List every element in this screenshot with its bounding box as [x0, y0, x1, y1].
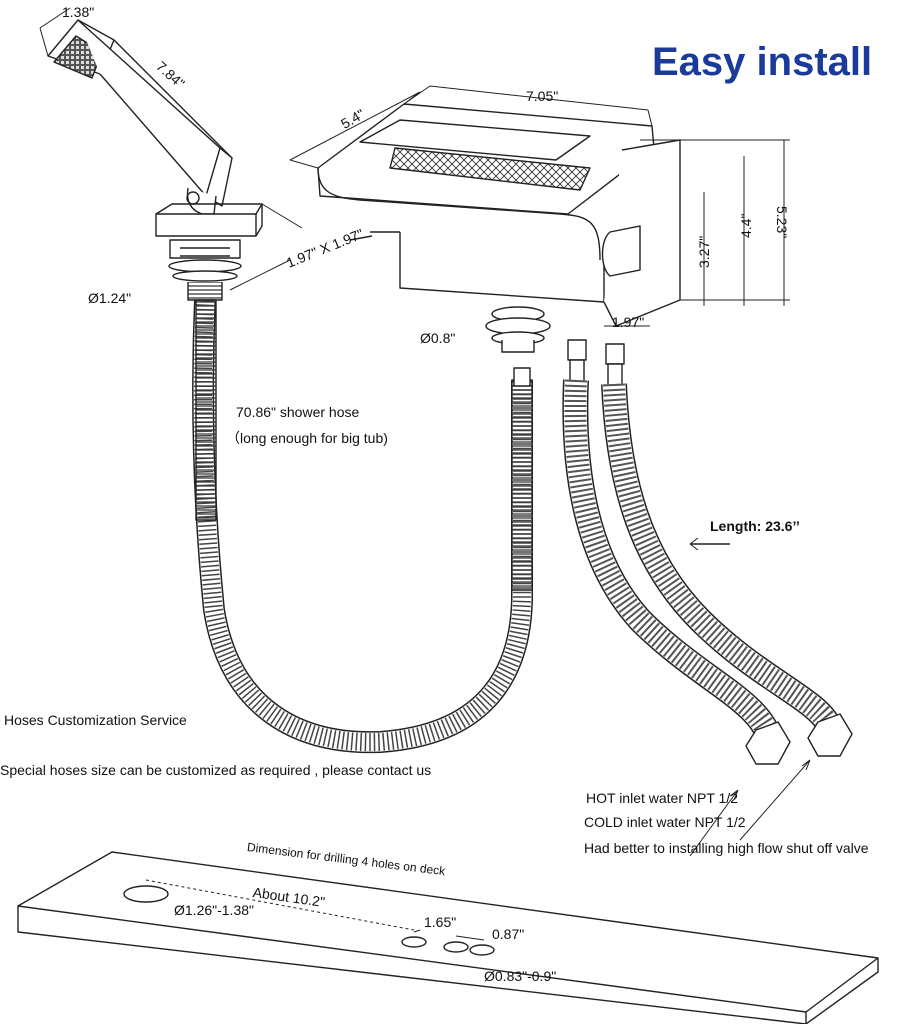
hose-length-note: （long enough for big tub) [226, 430, 388, 446]
spout-hole-label: Ø0.8" [420, 330, 456, 346]
spout-height-mid-label: 4.4" [738, 213, 754, 238]
hot-inlet-label: HOT inlet water NPT 1/2 [586, 790, 738, 806]
supply-hose-cold [601, 343, 853, 757]
handshower-width-label: 1.38" [62, 4, 95, 20]
spout-connector [485, 306, 551, 353]
shower-hose [192, 299, 533, 754]
deck-small-holes-label: Ø0.83"-0.9" [484, 968, 557, 984]
waterfall-spout [317, 103, 681, 327]
supply-length-label: Length: 23.6’’ [710, 518, 800, 534]
spout-height-inner-label: 3.27" [696, 235, 712, 268]
supply-hose-hot [562, 339, 791, 765]
spout-plate-width-label: 1.97" [612, 314, 645, 330]
service-note: Special hoses size can be customized as … [0, 762, 432, 778]
deck-spacing-b-label: 0.87" [492, 926, 525, 942]
deck-large-hole-label: Ø1.26"-1.38" [174, 902, 254, 918]
spout-height-total-label: 5.23" [774, 206, 790, 239]
cold-inlet-label: COLD inlet water NPT 1/2 [584, 814, 746, 830]
deck-plate [17, 851, 879, 1024]
spout-width-label: 7.05" [526, 88, 559, 104]
page-title: Easy install [652, 40, 873, 84]
service-heading: Hoses Customization Service [4, 712, 187, 728]
dimension-lines [39, 7, 811, 857]
hand-shower-head [47, 19, 233, 215]
shutoff-advice-label: Had better to installing high flow shut … [584, 840, 869, 856]
hand-shower-base [155, 203, 263, 301]
deck-spacing-a-label: 1.65" [424, 914, 457, 930]
handshower-hole-label: Ø1.24" [88, 290, 132, 306]
hose-length-label: 70.86" shower hose [236, 404, 360, 420]
